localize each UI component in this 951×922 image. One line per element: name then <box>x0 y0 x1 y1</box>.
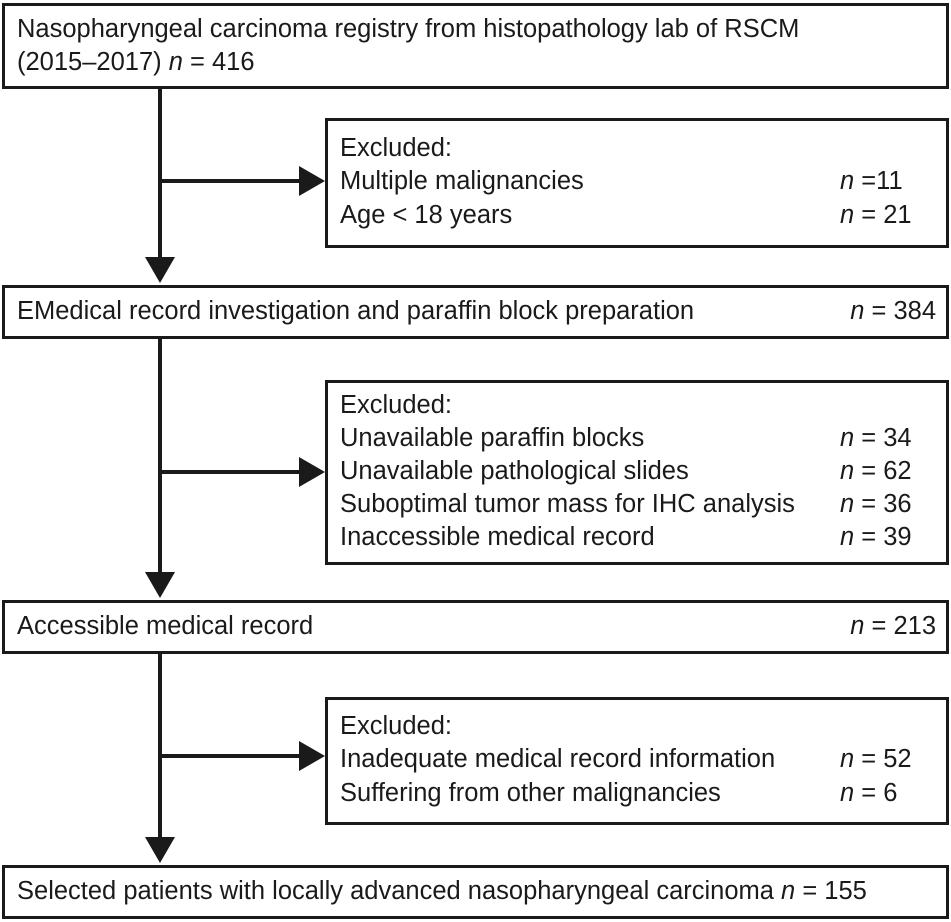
box-accessible-record-label: Accessible medical record <box>17 612 314 641</box>
n-symbol: n <box>840 167 855 196</box>
connector-branch-3 <box>160 754 303 758</box>
n-value: = 39 <box>854 523 912 552</box>
connector-branch-1 <box>160 179 303 183</box>
n-symbol: n <box>840 745 855 774</box>
excluded-3-heading: Excluded: <box>340 712 452 741</box>
excluded-2-item-2-label: Suboptimal tumor mass for IHC analysis <box>340 490 795 519</box>
excluded-1-item-0-label: Multiple malignancies <box>340 167 584 196</box>
box-excluded-1: Excluded: Multiple malignancies n =11 Ag… <box>325 118 949 248</box>
n-value: = 155 <box>795 877 867 906</box>
n-value: = 6 <box>854 778 898 807</box>
n-symbol: n <box>840 200 855 229</box>
excluded-3-item-1: Suffering from other malignancies n = 6 <box>340 777 936 810</box>
excluded-2-item-0: Unavailable paraffin blocks n = 34 <box>340 422 936 455</box>
box-registry-line2: (2015–2017) n = 416 <box>17 46 936 79</box>
excluded-1-item-0: Multiple malignancies n =11 <box>340 165 936 198</box>
box-selected-patients-row: Selected patients with locally advanced … <box>17 875 936 908</box>
box-registry-n-symbol: n <box>168 48 183 76</box>
box-medical-record-row: EMedical record investigation and paraff… <box>17 295 936 328</box>
n-value: = 384 <box>864 297 936 326</box>
box-selected-patients: Selected patients with locally advanced … <box>2 865 949 919</box>
excluded-2-item-3-n: n = 39 <box>840 521 936 554</box>
box-excluded-3: Excluded: Inadequate medical record info… <box>325 697 949 825</box>
excluded-3-item-0-n: n = 52 <box>840 743 936 776</box>
excluded-3-item-1-n: n = 6 <box>840 777 936 810</box>
excluded-2-item-1: Unavailable pathological slides n = 62 <box>340 455 936 488</box>
excluded-1-item-0-n: n =11 <box>840 165 936 198</box>
arrowhead-down-3 <box>145 837 175 863</box>
excluded-2-item-1-label: Unavailable pathological slides <box>340 456 689 485</box>
box-accessible-record: Accessible medical record n = 213 <box>2 600 949 654</box>
box-registry-line1: Nasopharyngeal carcinoma registry from h… <box>17 14 800 43</box>
excluded-2-item-3: Inaccessible medical record n = 39 <box>340 521 936 554</box>
connector-branch-2 <box>160 470 303 474</box>
connector-trunk-3 <box>158 654 162 839</box>
excluded-3-item-0-label: Inadequate medical record information <box>340 745 776 774</box>
n-value: = 213 <box>864 612 936 641</box>
box-medical-record-label: EMedical record investigation and paraff… <box>17 297 695 326</box>
connector-trunk-1 <box>158 89 162 259</box>
excluded-1-heading: Excluded: <box>340 134 452 163</box>
box-accessible-record-n: n = 213 <box>850 610 936 643</box>
excluded-2-item-3-label: Inaccessible medical record <box>340 523 655 552</box>
box-medical-record-n: n = 384 <box>850 295 936 328</box>
excluded-3-item-0: Inadequate medical record information n … <box>340 743 936 776</box>
box-excluded-2: Excluded: Unavailable paraffin blocks n … <box>325 380 949 565</box>
arrowhead-right-1 <box>299 166 325 196</box>
excluded-2-item-2: Suboptimal tumor mass for IHC analysis n… <box>340 488 936 521</box>
box-registry: Nasopharyngeal carcinoma registry from h… <box>2 3 949 89</box>
arrowhead-down-2 <box>145 572 175 598</box>
n-value: = 21 <box>854 200 912 229</box>
n-value: = 36 <box>854 490 912 519</box>
n-value: = 62 <box>854 456 912 485</box>
n-symbol: n <box>840 523 855 552</box>
n-symbol: n <box>850 612 865 641</box>
excluded-1-item-1-n: n = 21 <box>840 199 936 232</box>
n-symbol: n <box>840 490 855 519</box>
excluded-2-item-0-label: Unavailable paraffin blocks <box>340 423 645 452</box>
excluded-2-item-2-n: n = 36 <box>840 488 936 521</box>
connector-trunk-2 <box>158 339 162 574</box>
box-accessible-record-row: Accessible medical record n = 213 <box>17 610 936 643</box>
excluded-1-item-1: Age < 18 years n = 21 <box>340 199 936 232</box>
excluded-1-item-1-label: Age < 18 years <box>340 200 513 229</box>
n-symbol: n <box>781 877 796 906</box>
n-symbol: n <box>840 778 855 807</box>
n-value: = 52 <box>854 745 912 774</box>
excluded-3-item-1-label: Suffering from other malignancies <box>340 778 721 807</box>
n-symbol: n <box>840 456 855 485</box>
excluded-2-item-1-n: n = 62 <box>840 455 936 488</box>
n-value: =11 <box>854 167 903 196</box>
excluded-2-item-0-n: n = 34 <box>840 422 936 455</box>
box-medical-record: EMedical record investigation and paraff… <box>2 285 949 339</box>
n-symbol: n <box>850 297 865 326</box>
excluded-2-heading: Excluded: <box>340 390 452 419</box>
box-registry-n-value: = 416 <box>182 48 255 76</box>
n-value: = 34 <box>854 423 912 452</box>
arrowhead-right-3 <box>299 741 325 771</box>
n-symbol: n <box>840 423 855 452</box>
box-registry-line2-prefix: (2015–2017) <box>17 48 169 76</box>
arrowhead-down-1 <box>145 257 175 283</box>
box-selected-patients-label: Selected patients with locally advanced … <box>17 877 782 906</box>
arrowhead-right-2 <box>299 457 325 487</box>
